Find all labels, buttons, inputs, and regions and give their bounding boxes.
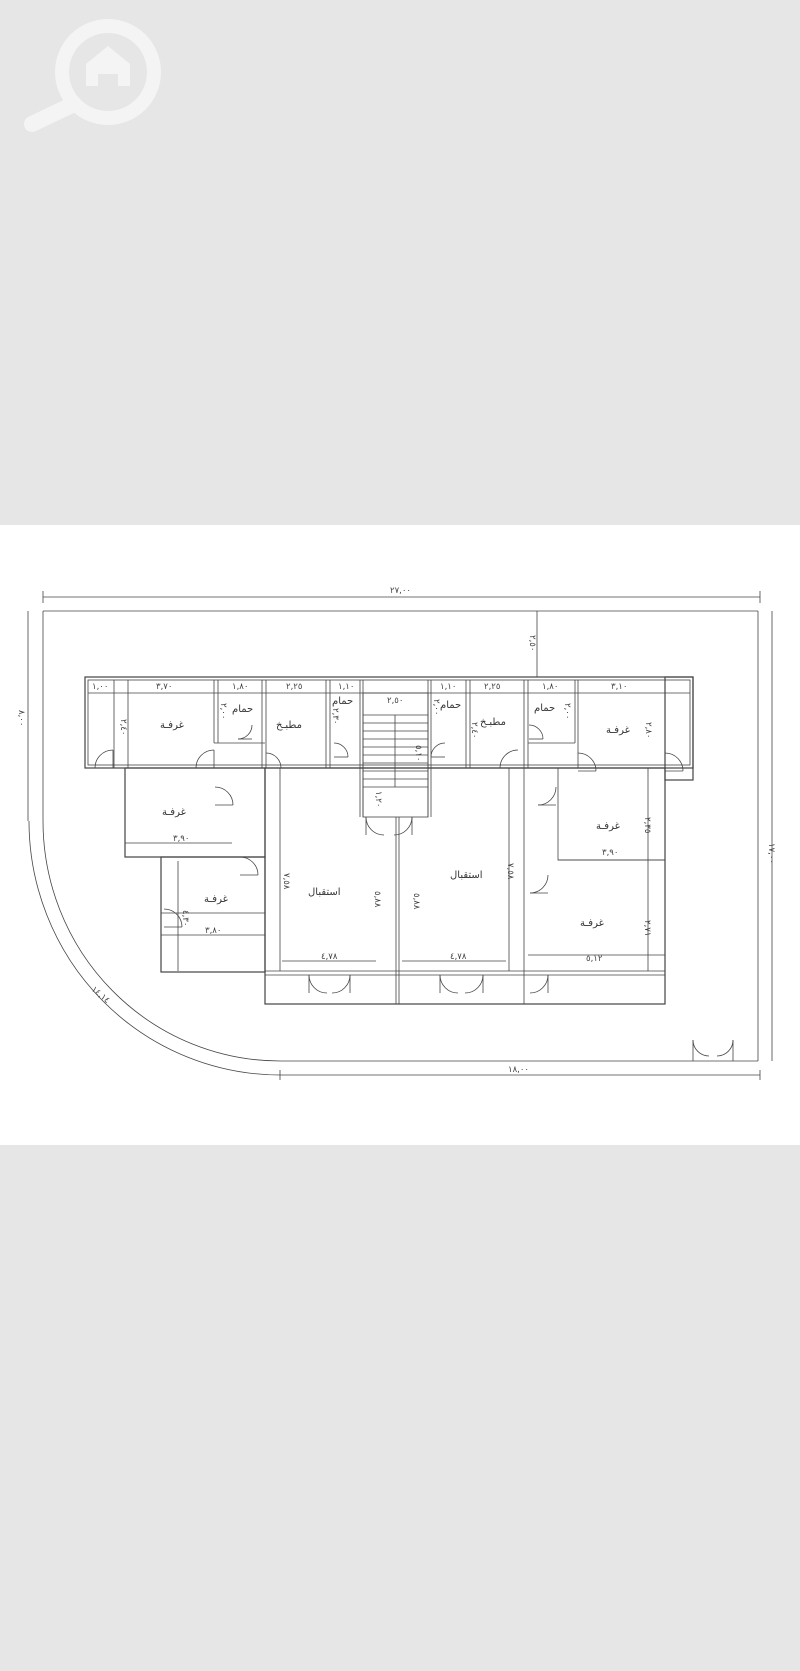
dim-label: ١,١٠ [338, 682, 354, 692]
dim-front-width: ١٨,٠٠ [508, 1065, 529, 1075]
room-label: مطبـخ [276, 720, 302, 731]
dim-label: ٣,٧٠ [156, 682, 172, 692]
room-label: حمام [232, 704, 253, 715]
dim-label: ٢,٨٠ [643, 722, 653, 738]
room-label: استقبال [308, 887, 341, 898]
home-search-icon [24, 19, 161, 132]
dim-label: ١,٨٠ [232, 682, 248, 692]
dim-label: ٤,٧٨ [321, 952, 338, 962]
dim-label: ٥,٨٨ [372, 891, 382, 908]
dim-label: ٢,٣٠ [330, 708, 340, 724]
dim-label: ٧,٥٨ [505, 863, 515, 880]
dim-label: ٣,٩٠ [173, 834, 189, 844]
room-label: حمام [332, 696, 353, 707]
dim-label: ١,١٠ [440, 682, 456, 692]
dim-label: ٢,٠٠ [431, 699, 441, 715]
dim-label: ٧,٥٨ [281, 873, 291, 890]
dim-label: ٢,٧١ [642, 920, 652, 936]
dim-overall-depth: ١٧,٠٠ [766, 843, 776, 864]
dim-label: ١,٢٠ [373, 791, 383, 807]
dim-label: ٢,٢٥ [286, 682, 302, 692]
dim-label: ١,٨٠ [542, 682, 558, 692]
dim-arc-length: ١٤,١٤ [89, 985, 111, 1006]
dim-setback: ٢,٥٠ [527, 635, 537, 651]
dim-label: ٥,١٢ [586, 954, 603, 964]
dim-label: ٤,٣٠ [180, 910, 190, 926]
dim-label: ٢,٢٥ [484, 682, 500, 692]
dim-overall-width: ٢٧,٠٠ [390, 586, 411, 596]
dim-label: ٣,٨٠ [205, 926, 221, 936]
room-label: غرفـة [160, 720, 184, 731]
room-label: غرفـة [162, 807, 186, 818]
dim-label: ١,٠٠ [92, 682, 108, 692]
room-label: استقبال [450, 870, 483, 881]
dim-label: ٥,٨٨ [411, 893, 421, 910]
floor-plan-panel: غرفـة غرفـة غرفـة غرفـة غرفـة غرفـة حمام… [0, 525, 800, 1145]
dim-label: ٥,١٠ [413, 745, 423, 761]
dim-label: ٢,٣٥ [642, 817, 652, 833]
dim-label: ٢,٠٠ [562, 703, 572, 719]
room-label: حمام [440, 700, 461, 711]
dim-label: ٢,٤٠ [469, 722, 479, 738]
dim-label: ٣,١٠ [611, 682, 627, 692]
floor-plan: غرفـة غرفـة غرفـة غرفـة غرفـة غرفـة حمام… [16, 586, 776, 1080]
dim-label: ٤,٧٨ [450, 952, 467, 962]
room-label: غرفـة [606, 725, 630, 736]
room-label: غرفـة [580, 918, 604, 929]
dim-label: ٣,٩٠ [602, 848, 618, 858]
room-label: غرفـة [204, 894, 228, 905]
room-label: حمام [534, 703, 555, 714]
dim-label: ٢,٠٠ [218, 703, 228, 719]
dim-label: ٢,٤٠ [118, 719, 128, 735]
dim-left-depth: ٨,٠٠ [16, 710, 26, 726]
room-label: غرفـة [596, 821, 620, 832]
room-label: مطبـخ [480, 717, 506, 728]
dim-label: ٢,٥٠ [387, 696, 403, 706]
